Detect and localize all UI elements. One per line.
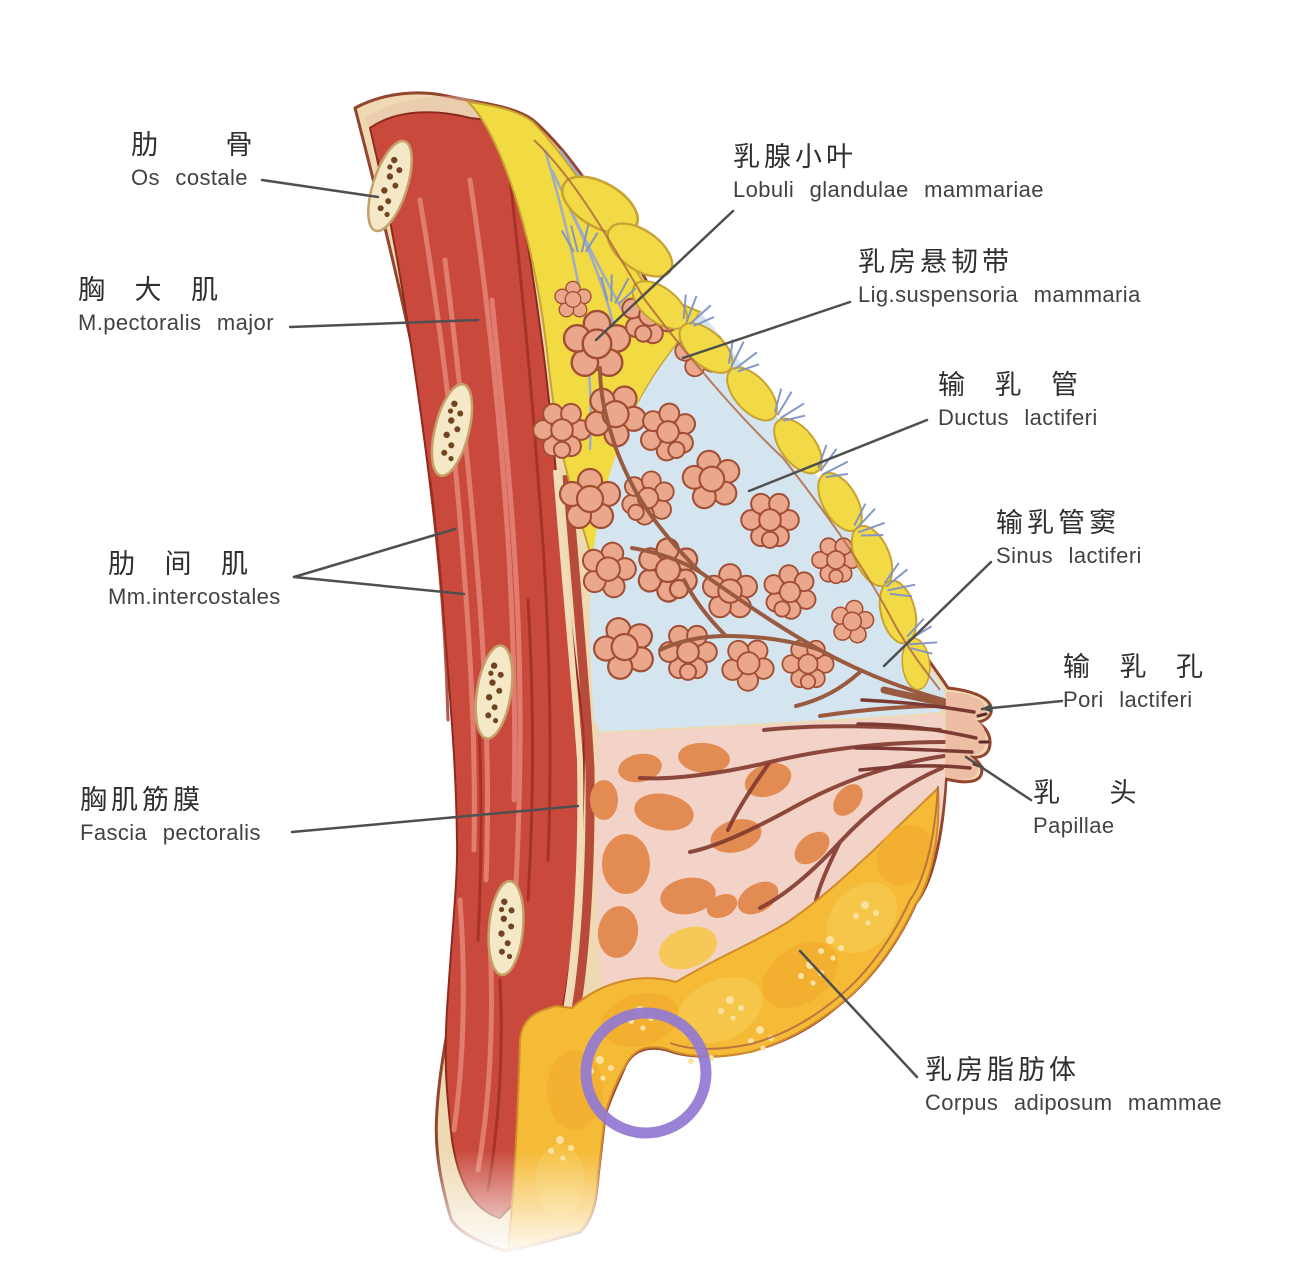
label-pori-lactiferi: 输 乳 孔 Pori lactiferi (1063, 652, 1207, 712)
highlight-circle (580, 1007, 712, 1139)
label-intercostales: 肋 间 肌 Mm.intercostales (108, 549, 281, 609)
leader-lobuli (594, 209, 735, 342)
fascia-line (553, 469, 584, 1011)
leader-fascia (290, 804, 580, 834)
label-os-costale: 肋 骨 Os costale (131, 130, 257, 190)
nipple (854, 692, 990, 780)
label-papillae-zh: 乳 头 (1033, 778, 1141, 808)
label-ductus-lactiferi: 输 乳 管 Ductus lactiferi (938, 370, 1098, 430)
leader-lig-suspensoria (681, 300, 852, 360)
bottom-fade (400, 1150, 700, 1280)
leader-ductus (747, 418, 929, 493)
leader-os-costale (260, 178, 380, 199)
gland-lobes-lower (590, 742, 863, 958)
label-pori-lactiferi-zh: 输 乳 孔 (1063, 652, 1208, 682)
leader-sinus (882, 560, 993, 668)
label-intercostales-latin: Mm.intercostales (108, 584, 281, 610)
lactiferous-ducts-upper (598, 366, 948, 718)
label-pori-lactiferi-latin: Pori lactiferi (1063, 687, 1193, 713)
label-os-costale-latin: Os costale (131, 165, 248, 191)
label-ductus-lactiferi-zh: 输 乳 管 (938, 370, 1083, 400)
label-papillae-latin: Papillae (1033, 813, 1115, 839)
leader-intercostales-1 (292, 527, 457, 579)
leader-papillae (964, 755, 1033, 802)
label-fascia-pectoralis-latin: Fascia pectoralis (80, 820, 261, 846)
label-sinus-lactiferi-latin: Sinus lactiferi (996, 543, 1142, 569)
label-lobuli-glandulae-zh: 乳腺小叶 (733, 142, 857, 172)
label-intercostales-zh: 肋 间 肌 (108, 549, 253, 579)
label-fascia-pectoralis-zh: 胸肌筋膜 (80, 785, 204, 815)
label-pectoralis-major-latin: M.pectoralis major (78, 310, 274, 336)
skin-inner-line (533, 139, 941, 1050)
label-lobuli-glandulae-latin: Lobuli glandulae mammariae (733, 177, 1044, 203)
label-corpus-adiposum-zh: 乳房脂肪体 (925, 1055, 1080, 1085)
label-pectoralis-major: 胸 大 肌 M.pectoralis major (78, 275, 274, 335)
label-lobuli-glandulae: 乳腺小叶 Lobuli glandulae mammariae (733, 142, 1044, 202)
label-sinus-lactiferi-zh: 输乳管窦 (996, 508, 1120, 538)
label-corpus-adiposum: 乳房脂肪体 Corpus adiposum mammae (925, 1055, 1222, 1115)
leader-lines (260, 178, 1064, 1079)
leader-pectoralis (288, 318, 480, 329)
leader-intercostales-2 (292, 575, 466, 596)
label-pectoralis-major-zh: 胸 大 肌 (78, 275, 223, 305)
label-fascia-pectoralis: 胸肌筋膜 Fascia pectoralis (80, 785, 261, 845)
label-corpus-adiposum-latin: Corpus adiposum mammae (925, 1090, 1223, 1116)
label-os-costale-zh: 肋 骨 (131, 130, 257, 160)
label-sinus-lactiferi: 输乳管窦 Sinus lactiferi (996, 508, 1142, 568)
label-lig-suspensoria-latin: Lig.suspensoria mammaria (858, 282, 1141, 308)
label-ductus-lactiferi-latin: Ductus lactiferi (938, 405, 1098, 431)
leader-pori-arrow (980, 699, 1064, 713)
lactiferous-sinus (880, 686, 948, 707)
label-lig-suspensoria-zh: 乳房悬韧带 (858, 247, 1013, 277)
leader-corpus (798, 949, 919, 1079)
label-papillae: 乳 头 Papillae (1033, 778, 1141, 838)
label-lig-suspensoria: 乳房悬韧带 Lig.suspensoria mammaria (858, 247, 1141, 307)
